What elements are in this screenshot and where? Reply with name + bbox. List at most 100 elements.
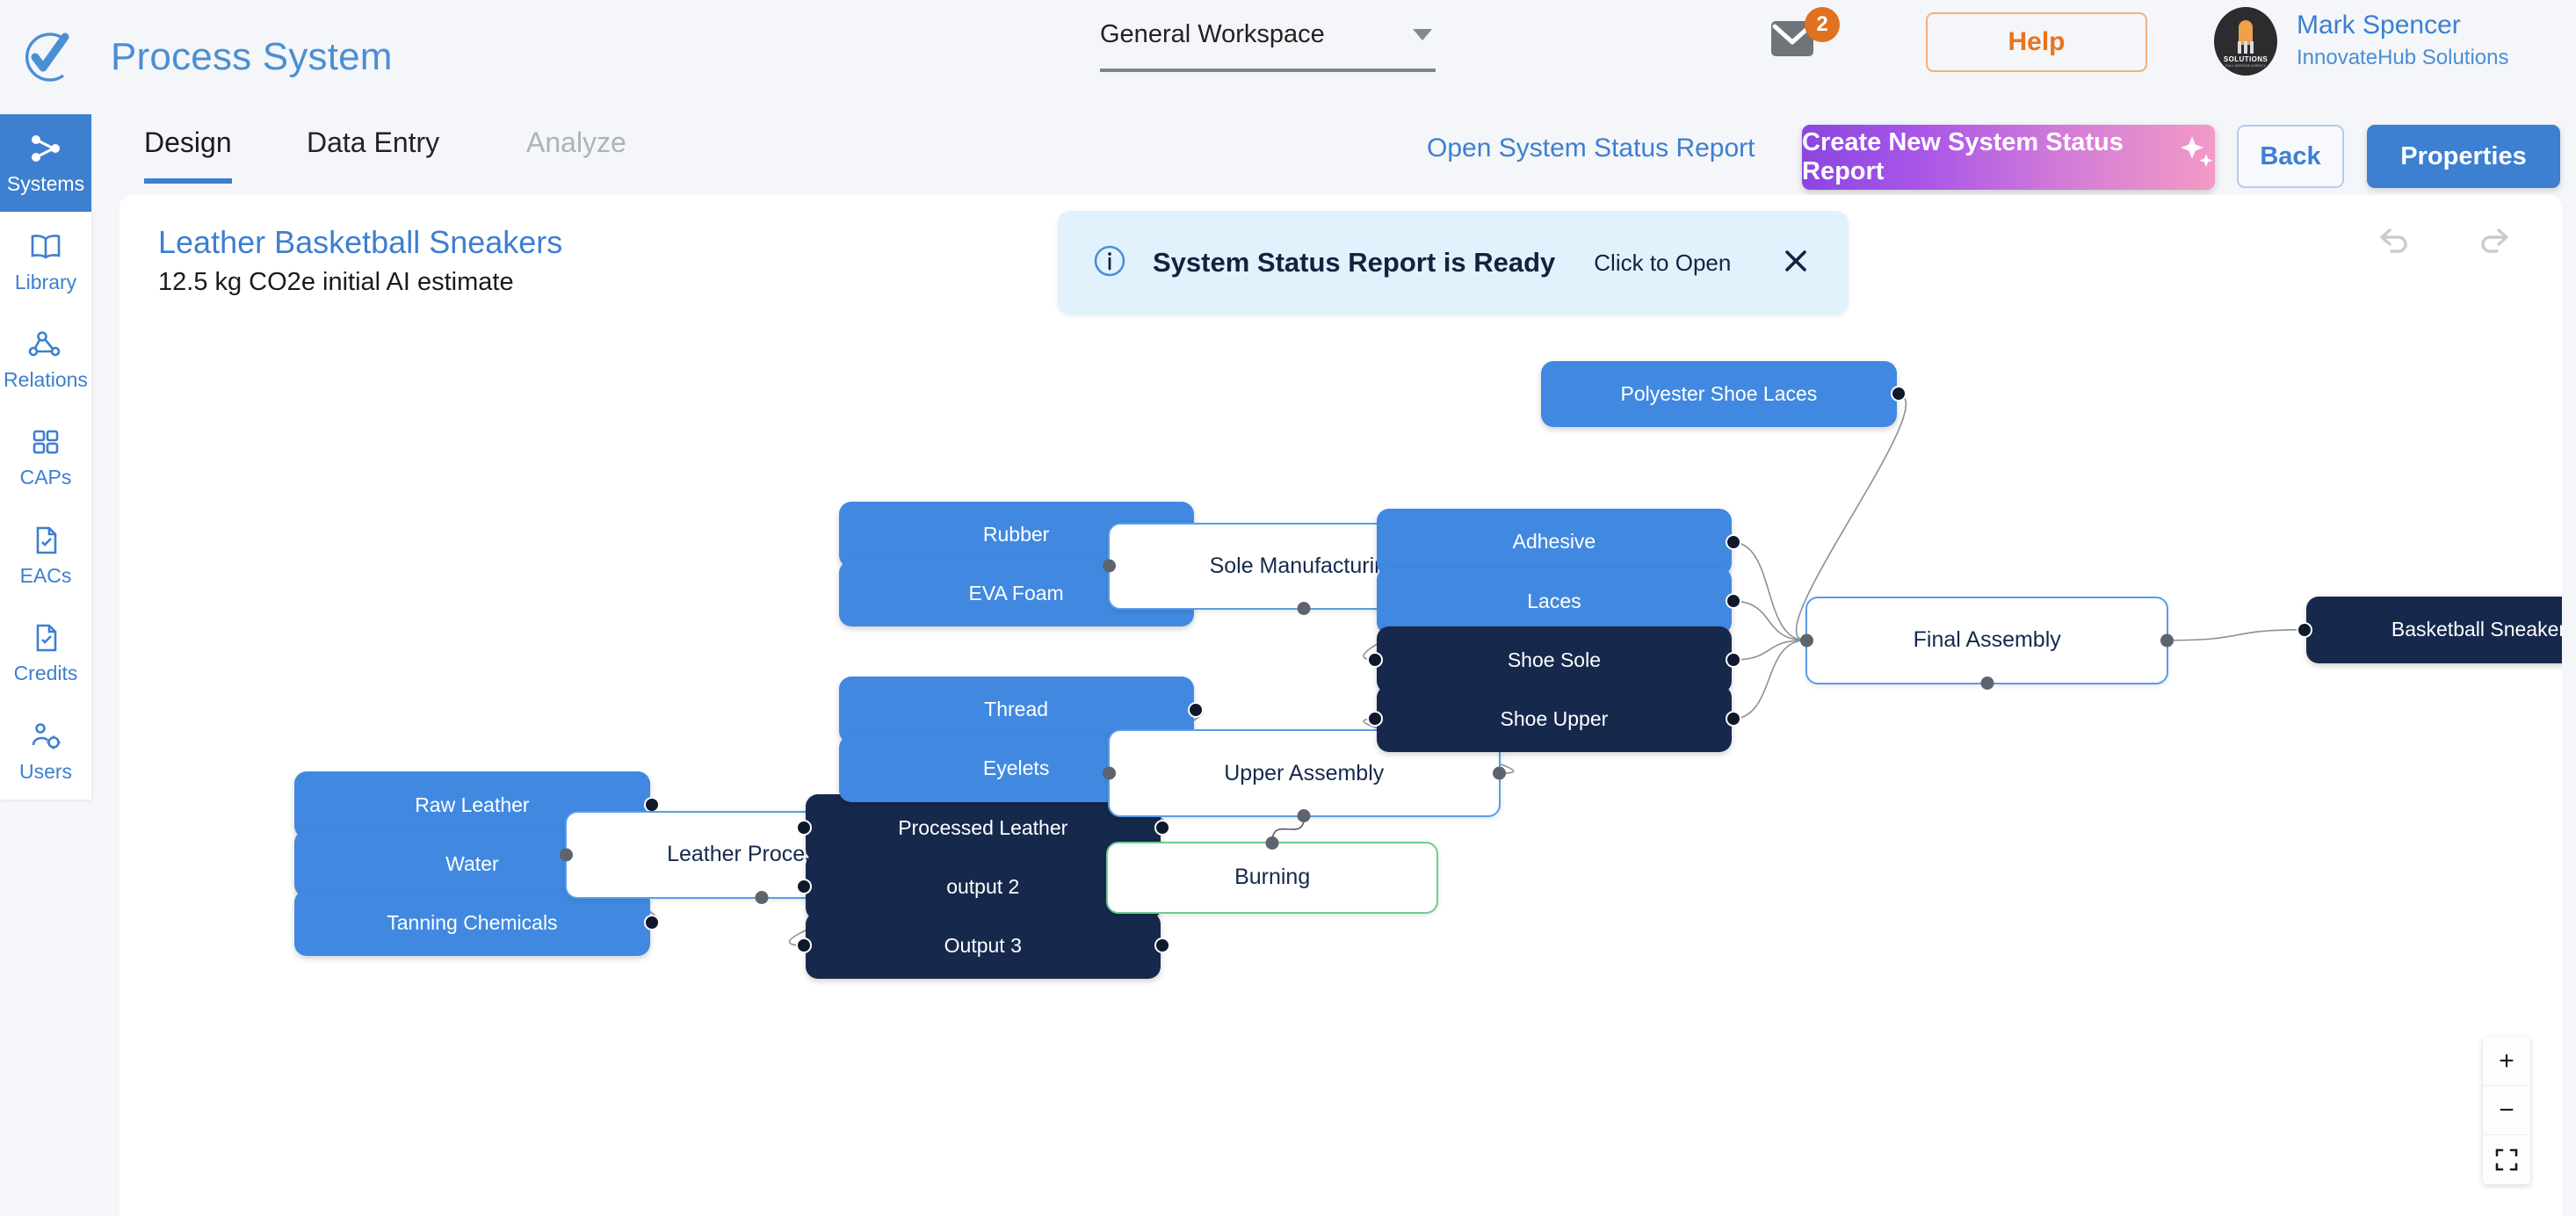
sidebar-item-users[interactable]: Users — [0, 702, 91, 800]
port-out[interactable] — [1890, 386, 1907, 402]
port-bottom[interactable] — [1297, 808, 1311, 822]
node-label: EVA Foam — [968, 581, 1064, 604]
open-system-status-report-link[interactable]: Open System Status Report — [1427, 134, 1755, 163]
create-new-system-status-report-button[interactable]: Create New System Status Report — [1802, 125, 2215, 190]
port-out[interactable] — [1187, 701, 1204, 718]
network-nodes-icon — [28, 130, 63, 167]
port-in[interactable] — [1800, 633, 1814, 648]
user-menu[interactable]: SOLUTIONS FULL SERVICE AGENCY Mark Spenc… — [2214, 7, 2509, 76]
avatar-subword: FULL SERVICE AGENCY — [2225, 63, 2266, 68]
node-polyester-shoe-laces[interactable]: Polyester Shoe Laces — [1541, 360, 1907, 428]
node-label: Adhesive — [1512, 530, 1596, 554]
tab-analyze[interactable]: Analyze — [526, 127, 626, 158]
node-basketball-sneakers[interactable]: Basketball Sneakers — [2296, 596, 2562, 663]
edge — [2168, 628, 2306, 641]
node-processed-leather[interactable]: Processed Leather — [795, 794, 1170, 861]
node-label: Upper Assembly — [1224, 760, 1385, 785]
port-out[interactable] — [2160, 633, 2174, 648]
status-banner[interactable]: System Status Report is Ready Click to O… — [1058, 211, 1849, 315]
port-bottom[interactable] — [1297, 602, 1311, 616]
node-upper-assembly[interactable]: Upper Assembly — [1102, 729, 1506, 822]
port-out[interactable] — [643, 915, 660, 931]
edge — [1732, 541, 1806, 641]
sidebar-item-relations[interactable]: Relations — [0, 310, 91, 408]
diagram-canvas[interactable]: Leather Basketball Sneakers 12.5 kg CO2e… — [119, 195, 2562, 1216]
user-name: Mark Spencer — [2297, 11, 2461, 40]
node-label: Sole Manufacturing — [1209, 553, 1399, 578]
port-in[interactable] — [1366, 711, 1383, 727]
node-label: Water — [445, 851, 499, 875]
node-label: Eyelets — [982, 756, 1050, 780]
node-burning[interactable]: Burning — [1105, 836, 1439, 915]
back-button[interactable]: Back — [2237, 125, 2344, 188]
grid-squares-icon — [29, 423, 62, 460]
tab-data-entry[interactable]: Data Entry — [307, 127, 440, 158]
node-shoe-sole[interactable]: Shoe Sole — [1366, 626, 1742, 693]
undo-arrow-icon[interactable] — [2372, 221, 2413, 262]
sidebar-item-label: Credits — [13, 662, 78, 685]
sidebar-item-caps[interactable]: CAPs — [0, 408, 91, 505]
port-in[interactable] — [795, 937, 812, 954]
port-out[interactable] — [1726, 711, 1742, 727]
app-header: Process System General Workspace 2 Help … — [0, 0, 2576, 114]
node-tanning-chemicals[interactable]: Tanning Chemicals — [294, 889, 660, 957]
node-label: Burning — [1234, 865, 1311, 890]
sidebar-item-eacs[interactable]: EACs — [0, 506, 91, 604]
port-in[interactable] — [795, 879, 812, 895]
sidebar-item-systems[interactable]: Systems — [0, 114, 91, 213]
port-out[interactable] — [1492, 766, 1506, 780]
port-bottom[interactable] — [1980, 676, 1994, 690]
mail-button[interactable]: 2 — [1766, 7, 1840, 70]
sidebar-item-library[interactable]: Library — [0, 212, 91, 309]
mail-badge: 2 — [1805, 7, 1840, 42]
node-label: Raw Leather — [415, 793, 530, 816]
sparkles-icon — [2180, 134, 2215, 180]
node-label: Final Assembly — [1913, 627, 2061, 653]
undo-redo-group — [2372, 221, 2516, 262]
node-label: Laces — [1527, 589, 1581, 612]
help-button[interactable]: Help — [1926, 12, 2147, 72]
port-out[interactable] — [1154, 820, 1170, 836]
port-out[interactable] — [1726, 593, 1742, 610]
document-check-icon — [30, 522, 62, 559]
sidebar: Systems Library Relations CAPs EACs Cred… — [0, 114, 91, 800]
workspace-value: General Workspace — [1100, 19, 1325, 48]
node-label: Basketball Sneakers — [2391, 618, 2562, 641]
port-top[interactable] — [1265, 836, 1279, 850]
port-in[interactable] — [560, 848, 574, 862]
properties-button[interactable]: Properties — [2367, 125, 2560, 188]
node-label: Polyester Shoe Laces — [1620, 381, 1818, 405]
fit-screen-icon[interactable] — [2483, 1135, 2530, 1184]
port-out[interactable] — [1726, 652, 1742, 669]
port-bottom[interactable] — [755, 890, 769, 904]
relations-graph-icon — [28, 326, 63, 363]
node-label: Shoe Sole — [1507, 648, 1601, 671]
port-in[interactable] — [1366, 652, 1383, 669]
redo-arrow-icon[interactable] — [2476, 221, 2516, 262]
legend-item: input object — [267, 1208, 565, 1216]
node-label: Tanning Chemicals — [387, 910, 558, 934]
port-in[interactable] — [2296, 621, 2312, 638]
sidebar-item-credits[interactable]: Credits — [0, 604, 91, 701]
banner-title: System Status Report is Ready — [1153, 247, 1556, 278]
tab-design[interactable]: Design — [144, 127, 232, 184]
node-adhesive[interactable]: Adhesive — [1376, 509, 1742, 575]
node-final-assembly[interactable]: Final Assembly — [1800, 596, 2174, 690]
avatar-word: SOLUTIONS — [2223, 55, 2268, 63]
port-out[interactable] — [1154, 937, 1170, 954]
node-output-3[interactable]: Output 3 — [795, 912, 1170, 980]
port-in[interactable] — [1102, 559, 1116, 573]
node-shoe-upper[interactable]: Shoe Upper — [1366, 685, 1742, 753]
brand: Process System — [0, 25, 393, 90]
sidebar-item-label: CAPs — [19, 466, 72, 489]
port-out[interactable] — [1726, 533, 1742, 550]
document-check-icon — [30, 619, 62, 656]
zoom-out-button[interactable]: − — [2483, 1086, 2530, 1135]
banner-action-link[interactable]: Click to Open — [1594, 249, 1732, 276]
port-in[interactable] — [1102, 766, 1116, 780]
workspace-selector[interactable]: General Workspace — [1100, 12, 1436, 72]
zoom-in-button[interactable]: + — [2483, 1037, 2530, 1086]
port-in[interactable] — [795, 820, 812, 836]
node-laces[interactable]: Laces — [1376, 568, 1742, 634]
close-icon[interactable] — [1780, 245, 1812, 281]
